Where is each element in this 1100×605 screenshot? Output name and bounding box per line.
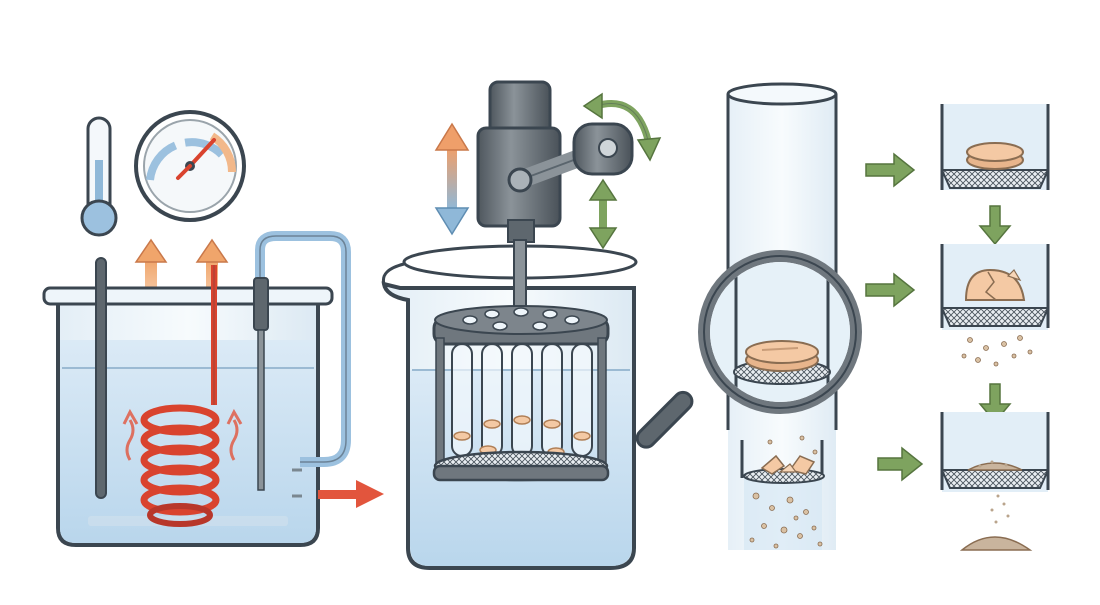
heating-coil-icon xyxy=(140,265,220,527)
stage-intact-tablet xyxy=(940,104,1050,190)
green-arrow-right-icon xyxy=(865,152,924,482)
basket-rack-icon xyxy=(432,305,610,482)
disintegration-apparatus-panel xyxy=(381,80,662,570)
temperature-probe xyxy=(95,257,107,499)
tablet-icon xyxy=(745,340,819,372)
motor-icon xyxy=(476,80,562,243)
water-outflow-arrow-icon xyxy=(318,480,384,508)
vertical-motion-arrow-icon xyxy=(588,178,618,250)
stage-cracking-tablet xyxy=(940,244,1050,367)
pressure-gauge-icon xyxy=(134,110,246,222)
up-down-arrow-icon xyxy=(434,122,470,236)
circulation-pipe xyxy=(253,231,351,491)
thermometer-icon xyxy=(80,116,118,237)
rotation-arrow-icon xyxy=(582,92,662,162)
magnifier-icon xyxy=(635,250,862,449)
broken-tablet-icon xyxy=(743,454,825,484)
heat-wave-icon xyxy=(122,408,243,461)
disintegration-stages-panel xyxy=(865,104,1050,551)
stage-fully-disintegrated xyxy=(940,412,1050,551)
tablet-inspection-panel xyxy=(635,82,862,550)
powder-pile-icon xyxy=(959,536,1033,551)
reciprocating-crank-icon xyxy=(507,122,634,193)
water-bath-panel xyxy=(42,110,384,547)
fragments-icon xyxy=(749,435,823,549)
